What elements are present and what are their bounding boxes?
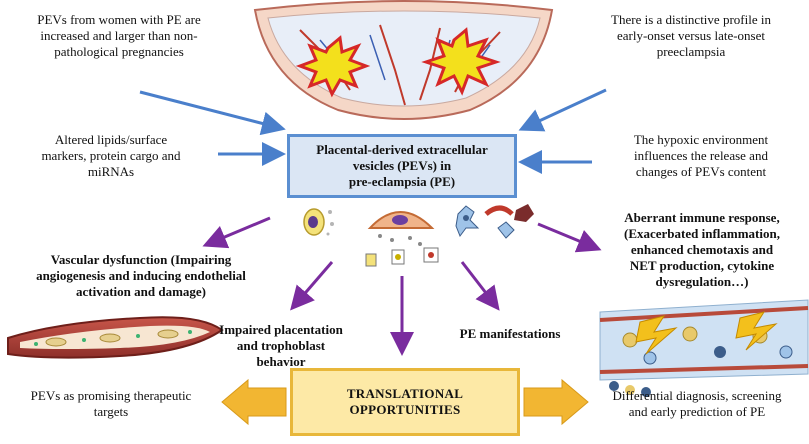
immune-line-3: enhanced chemotaxis and [630,242,774,257]
vascular-line-2: angiogenesis and inducing endothelial [36,268,246,283]
mid-left-line-1: Altered lipids/surface [54,132,168,147]
arrow-placentation [290,261,334,311]
center-topic-box: Placental-derived extracellular vesicles… [287,134,517,198]
explosion-icon [295,35,371,98]
text-top-left: PEVs from women with PE are increased an… [8,12,230,60]
immune-line-1: Aberrant immune response, [624,210,780,225]
vesicle-cluster-icon [365,247,439,267]
vessel-cross-section-icon [599,299,809,397]
mid-left-line-2: markers, protein cargo and [41,148,181,163]
placentation-line-3: behavior [256,354,306,369]
mid-left-line-3: miRNAs [87,164,135,179]
text-pe-manifestations: PE manifestations [440,326,580,342]
arrow-top-left [139,90,286,136]
diagnosis-line-2: and early prediction of PE [628,404,766,419]
arrow-vascular [202,216,271,249]
top-right-line-3: preeclampsia [656,44,726,59]
translational-line-1: TRANSLATIONAL [346,386,464,401]
blood-vessel-icon [7,316,224,359]
immune-cells-icon [455,204,534,239]
immune-line-2: (Exacerbated inflammation, [624,226,780,241]
arrow-therapeutic [221,378,287,426]
top-left-line-1: PEVs from women with PE are [37,12,201,27]
arrow-top-right [518,88,607,132]
manifestations-line-1: PE manifestations [459,326,561,341]
immune-line-5: dysregulation…) [655,274,749,289]
text-mid-right: The hypoxic environment influences the r… [596,132,806,180]
therapeutic-line-1: PEVs as promising therapeutic [30,388,192,403]
center-line-3: pre-eclampsia (PE) [348,174,456,189]
text-impaired-placentation: Impaired placentation and trophoblast be… [196,322,366,370]
text-mid-left: Altered lipids/surface markers, protein … [6,132,216,180]
mid-right-line-3: changes of PEVs content [635,164,767,179]
mid-right-line-1: The hypoxic environment [633,132,769,147]
therapeutic-line-2: targets [93,404,129,419]
trophoblast-icon [367,211,435,246]
center-line-2: vesicles (PEVs) in [352,158,452,173]
text-vascular-dysfunction: Vascular dysfunction (Impairing angiogen… [6,252,276,300]
top-right-line-1: There is a distinctive profile in [611,12,771,27]
arrow-diagnosis [523,378,589,426]
placentation-line-1: Impaired placentation [219,322,343,337]
immune-line-4: NET production, cytokine [629,258,775,273]
vesicle-cell-icon [303,208,334,236]
text-therapeutic-targets: PEVs as promising therapeutic targets [2,388,220,420]
text-top-right: There is a distinctive profile in early-… [580,12,802,60]
vascular-line-3: activation and damage) [76,284,206,299]
top-left-line-2: increased and larger than non- [40,28,198,43]
mid-right-line-2: influences the release and [634,148,768,163]
vascular-line-1: Vascular dysfunction (Impairing [50,252,232,267]
center-line-1: Placental-derived extracellular [316,142,488,157]
translational-line-2: OPPORTUNITIES [349,402,461,417]
arrow-manifestations [460,261,500,311]
placentation-line-2: and trophoblast [236,338,326,353]
arrow-immune [537,222,602,253]
lightning-icon [635,311,778,355]
text-differential-diagnosis: Differential diagnosis, screening and ea… [588,388,806,420]
placenta-illustration [253,0,554,120]
explosion-icon [421,27,501,96]
diagnosis-line-1: Differential diagnosis, screening [612,388,782,403]
text-immune-response: Aberrant immune response, (Exacerbated i… [598,210,806,290]
top-right-line-2: early-onset versus late-onset [616,28,765,43]
translational-opportunities-box: TRANSLATIONAL OPPORTUNITIES [290,368,520,436]
top-left-line-3: pathological pregnancies [54,44,184,59]
